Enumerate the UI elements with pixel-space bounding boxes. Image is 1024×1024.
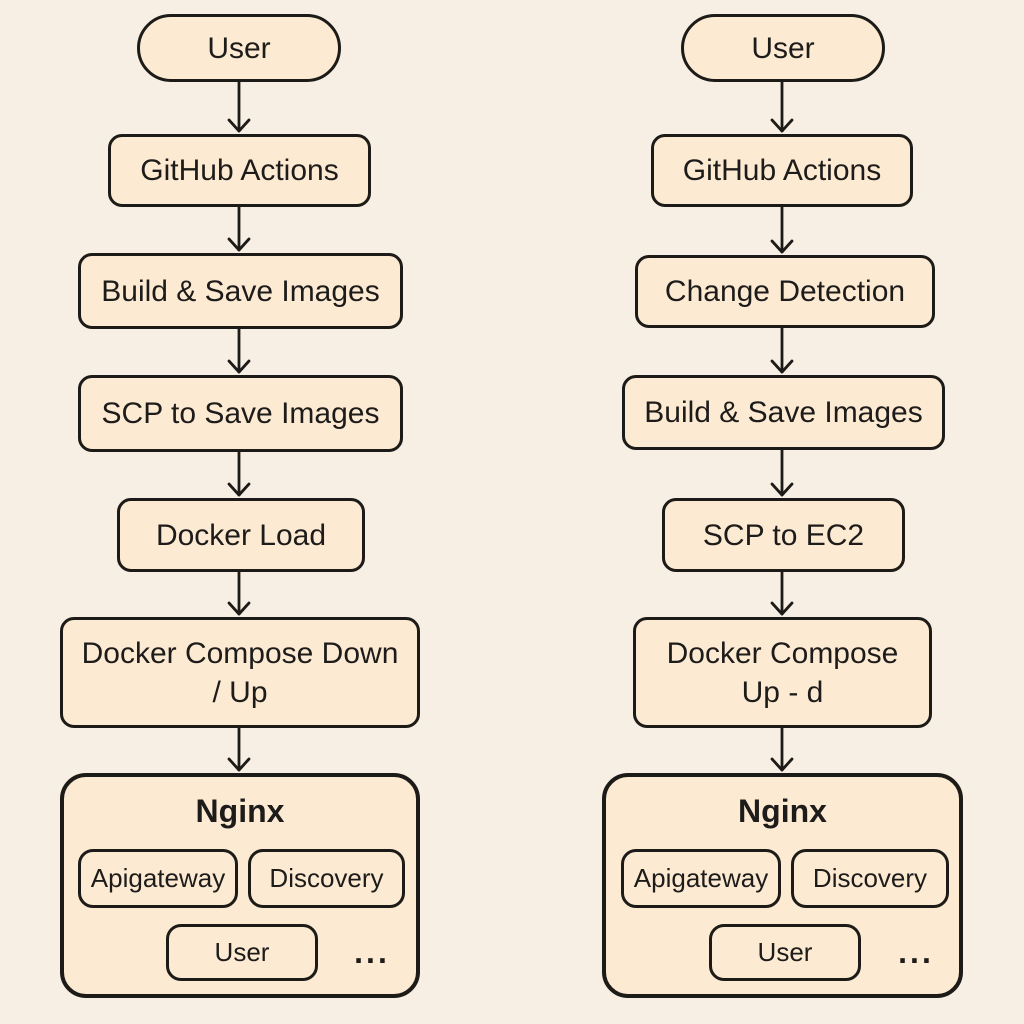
right-node-docker-compose-up-d: Docker Compose Up - d bbox=[633, 617, 932, 728]
left-node-docker-compose-down-up: Docker Compose Down / Up bbox=[60, 617, 420, 728]
left-nginx-title: Nginx bbox=[195, 793, 285, 829]
arrow-down-icon bbox=[770, 328, 794, 374]
arrow-down-icon bbox=[770, 728, 794, 772]
arrow-down-icon bbox=[770, 572, 794, 616]
left-node-build-save-images: Build & Save Images bbox=[78, 253, 403, 329]
arrow-down-icon bbox=[770, 450, 794, 497]
left-service-apigateway: Apigateway bbox=[78, 849, 238, 908]
arrow-down-icon bbox=[227, 207, 251, 252]
arrow-down-icon bbox=[227, 82, 251, 133]
right-node-build-save-images: Build & Save Images bbox=[622, 375, 945, 450]
arrow-down-icon bbox=[227, 329, 251, 374]
left-service-user: User bbox=[166, 924, 318, 981]
left-more-services-ellipsis: ... bbox=[354, 934, 390, 970]
right-nginx-container: Nginx Apigateway Discovery User ... bbox=[602, 773, 963, 998]
right-node-change-detection: Change Detection bbox=[635, 255, 935, 328]
node-label-line1: Docker Compose Down bbox=[81, 636, 399, 670]
right-service-apigateway: Apigateway bbox=[621, 849, 781, 908]
arrow-down-icon bbox=[770, 82, 794, 133]
left-node-user: User bbox=[137, 14, 341, 82]
right-nginx-title: Nginx bbox=[738, 793, 827, 829]
right-service-user: User bbox=[709, 924, 861, 981]
node-label-line2: Up - d bbox=[741, 675, 824, 709]
arrow-down-icon bbox=[227, 572, 251, 616]
left-nginx-container: Nginx Apigateway Discovery User ... bbox=[60, 773, 420, 998]
arrow-down-icon bbox=[227, 728, 251, 772]
left-service-discovery: Discovery bbox=[248, 849, 405, 908]
left-node-scp-to-save-images: SCP to Save Images bbox=[78, 375, 403, 452]
right-node-user: User bbox=[681, 14, 885, 82]
arrow-down-icon bbox=[227, 452, 251, 497]
node-label-line2: / Up bbox=[212, 675, 268, 709]
right-node-github-actions: GitHub Actions bbox=[651, 134, 913, 207]
right-more-services-ellipsis: ... bbox=[898, 934, 934, 970]
arrow-down-icon bbox=[770, 207, 794, 254]
node-label-line1: Docker Compose bbox=[666, 636, 899, 670]
left-node-docker-load: Docker Load bbox=[117, 498, 365, 572]
left-node-github-actions: GitHub Actions bbox=[108, 134, 371, 207]
right-node-scp-to-ec2: SCP to EC2 bbox=[662, 498, 905, 572]
right-service-discovery: Discovery bbox=[791, 849, 949, 908]
